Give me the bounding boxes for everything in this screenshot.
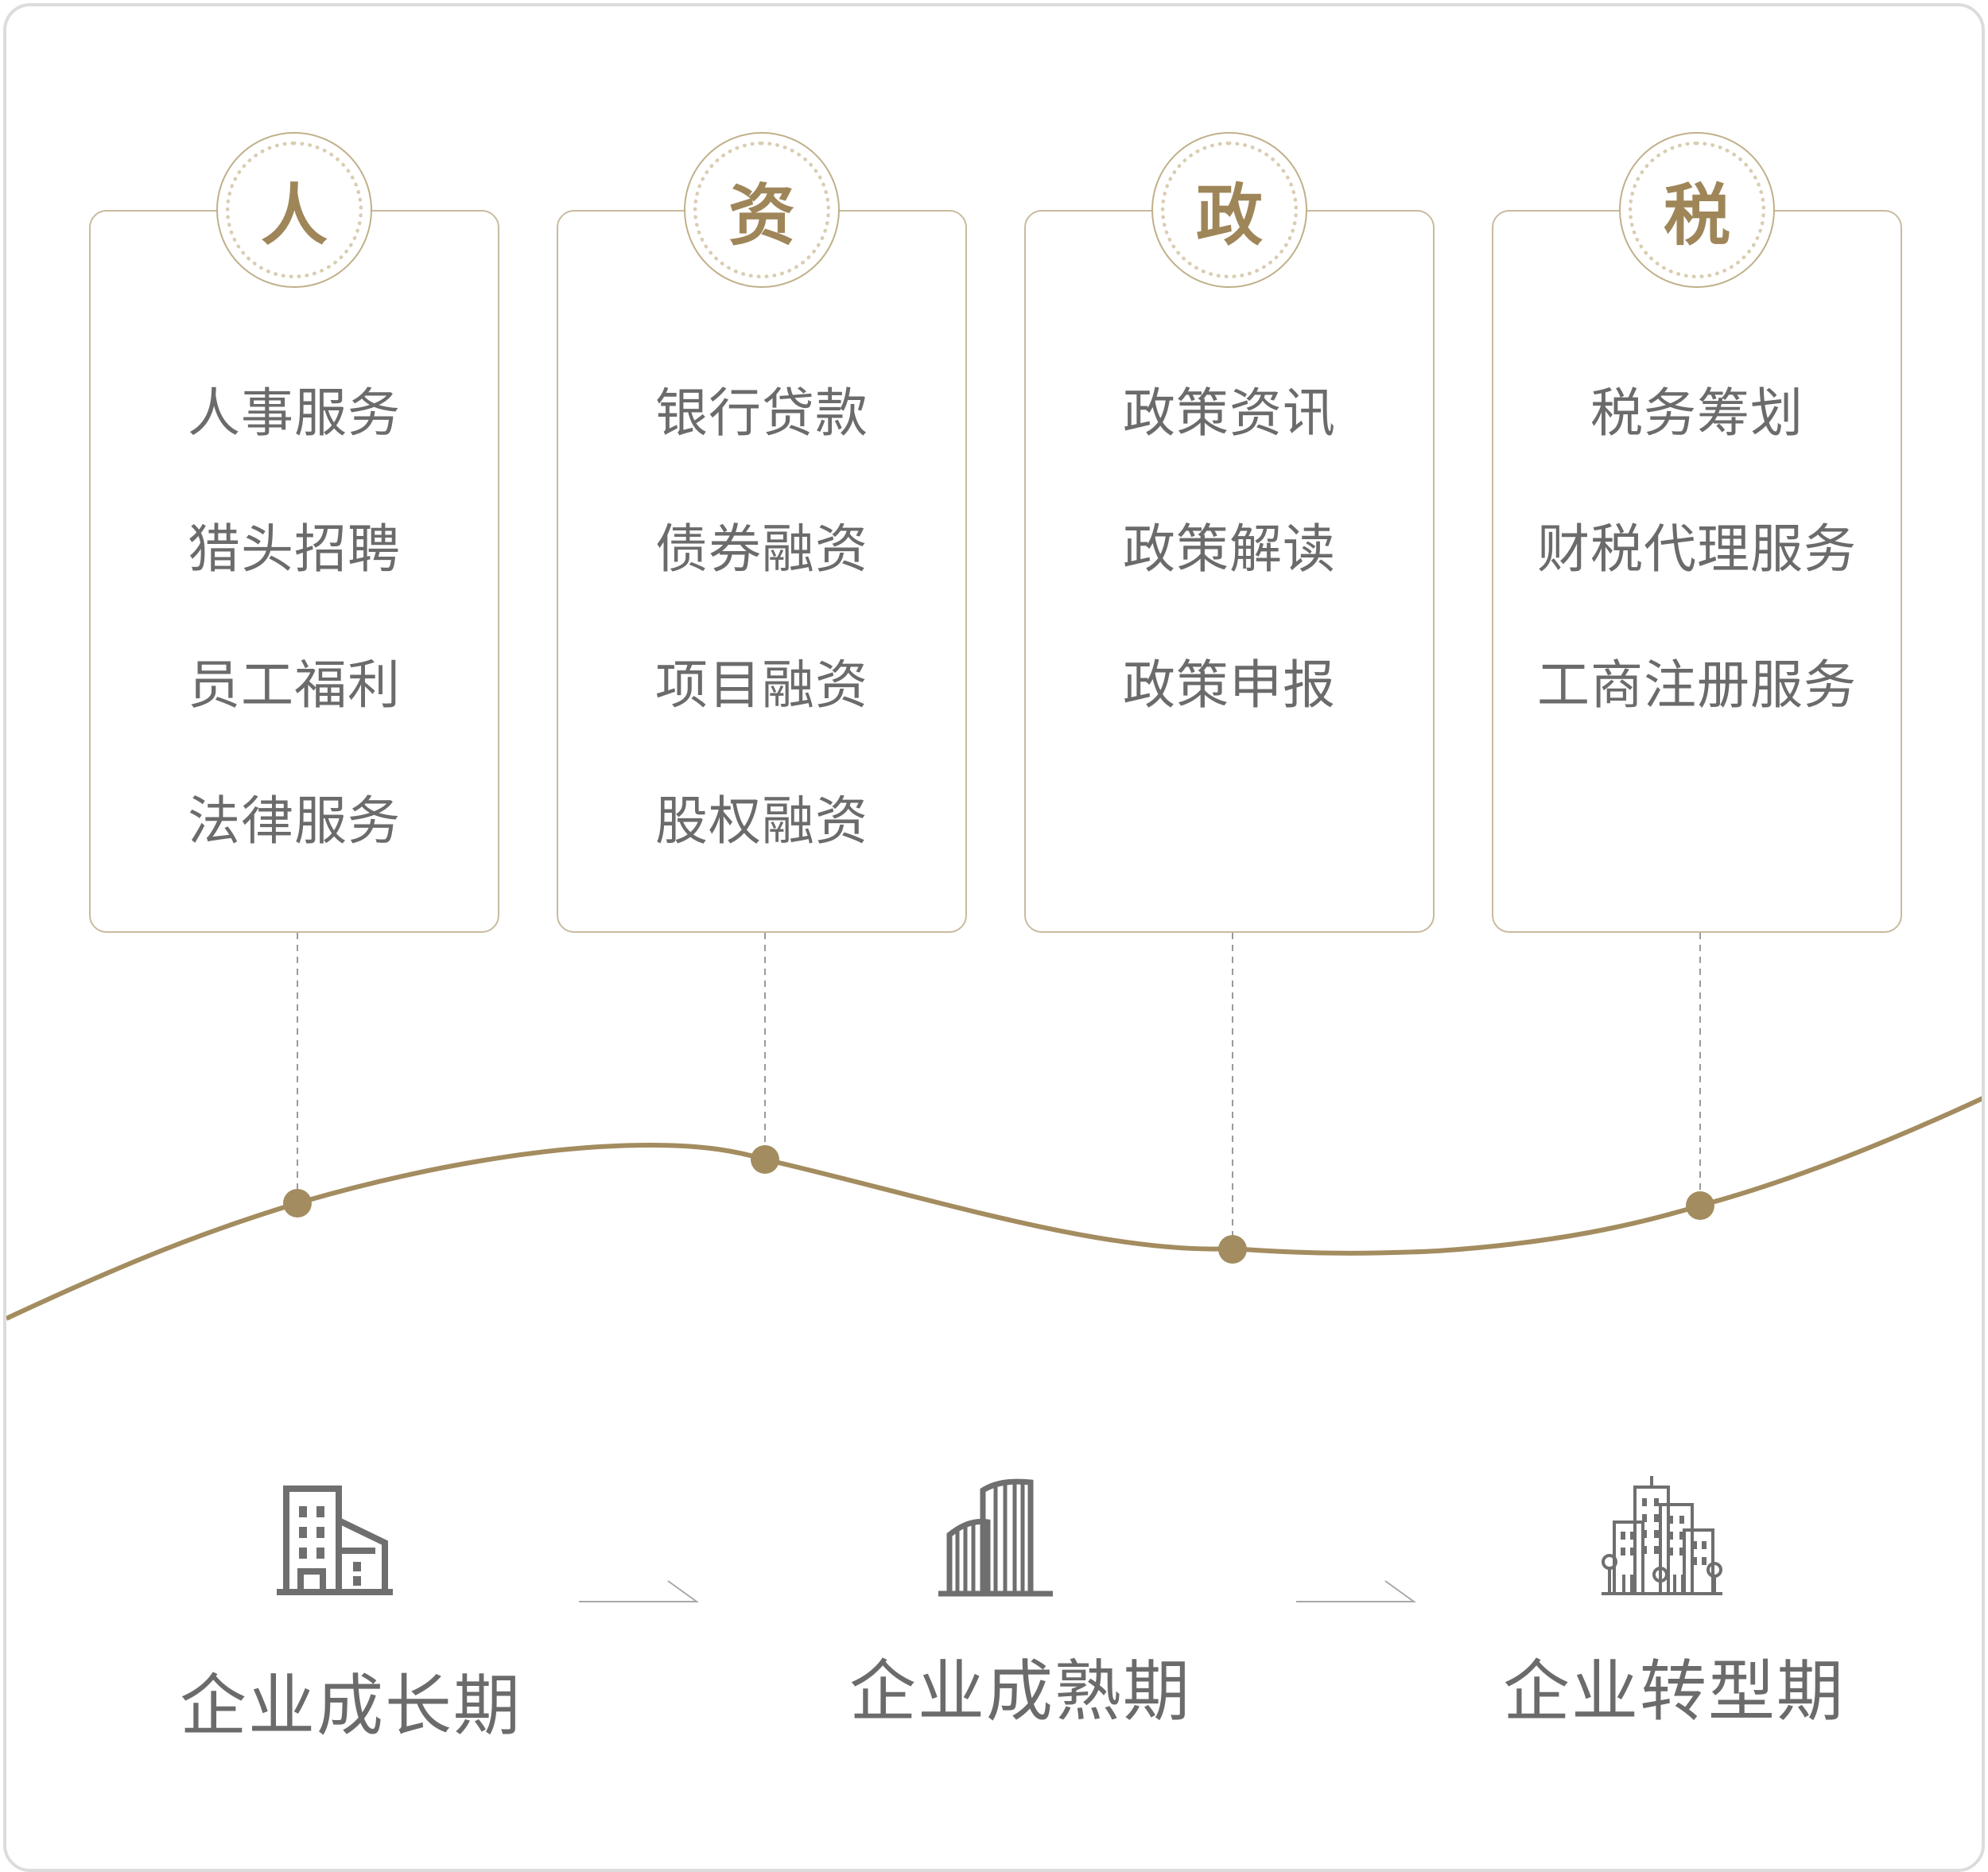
arrow-2 [1296,1580,1417,1602]
service-item[interactable]: 政策解读 [1123,518,1336,580]
tall-towers-icon [938,1478,1053,1597]
badge-tax: 税 [1619,132,1775,288]
diagram-frame: 人事服务 猎头招聘 员工福利 法律服务 人 银行贷款 债券融资 项目融资 股权融… [3,3,1985,1872]
service-item[interactable]: 银行贷款 [655,383,868,444]
growth-curve [6,1096,1982,1321]
service-item[interactable]: 法律服务 [188,790,401,852]
curve-node-4 [1686,1191,1714,1220]
badge-character: 人 [260,176,328,254]
service-item[interactable]: 工商注册服务 [1537,654,1857,716]
curve-node-1 [283,1189,312,1218]
city-skyline-icon [1602,1476,1722,1595]
service-item[interactable]: 政策申报 [1123,654,1336,716]
service-list: 政策资讯 政策解读 政策申报 [1026,345,1433,753]
small-building-icon [277,1486,393,1595]
arrow-1 [579,1580,700,1602]
service-card-tax: 税务筹划 财税代理服务 工商注册服务 [1492,210,1902,933]
service-list: 人事服务 猎头招聘 员工福利 法律服务 [91,345,498,889]
stage-label-mature: 企业成熟期 [849,1653,1192,1730]
badge-character: 税 [1663,176,1730,254]
service-item[interactable]: 猎头招聘 [188,518,401,580]
badge-policy: 政 [1151,132,1307,288]
badge-ring [693,142,830,278]
badge-capital: 资 [684,132,840,288]
stage-label-transition: 企业转型期 [1503,1653,1846,1730]
badge-character: 政 [1195,176,1263,254]
service-item[interactable]: 股权融资 [655,790,868,852]
service-item[interactable]: 员工福利 [188,654,401,716]
service-item[interactable]: 税务筹划 [1590,383,1804,444]
service-list: 银行贷款 债券融资 项目融资 股权融资 [558,345,965,889]
service-item[interactable]: 政策资讯 [1123,383,1336,444]
stage-label-growth: 企业成长期 [180,1667,522,1745]
service-item[interactable]: 债券融资 [655,518,868,580]
service-card-hr: 人事服务 猎头招聘 员工福利 法律服务 [89,210,499,933]
service-item[interactable]: 项目融资 [655,654,868,716]
service-item[interactable]: 财税代理服务 [1537,518,1857,580]
badge-ring [1161,142,1298,278]
curve-node-2 [751,1145,779,1174]
curve-node-3 [1218,1235,1247,1264]
service-item[interactable]: 人事服务 [188,383,401,444]
badge-ring [226,142,363,278]
growth-curve-layer [6,933,1982,1602]
service-card-capital: 银行贷款 债券融资 项目融资 股权融资 [557,210,967,933]
badge-hr: 人 [216,132,372,288]
service-list: 税务筹划 财税代理服务 工商注册服务 [1493,345,1901,753]
badge-ring [1629,142,1765,278]
badge-character: 资 [728,176,795,254]
